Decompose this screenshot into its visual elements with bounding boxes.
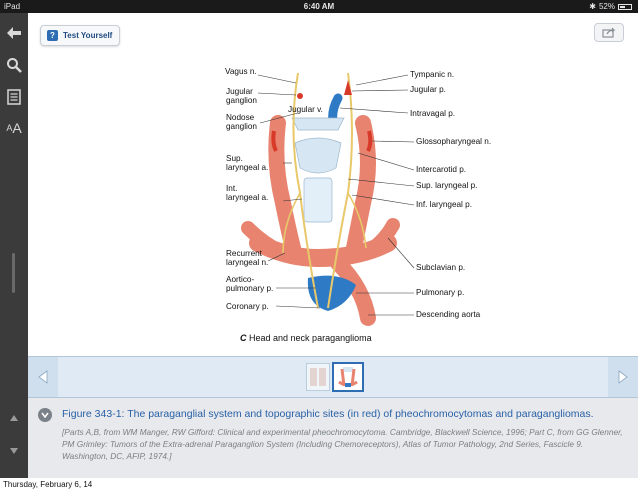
label-intercarotid-p: Intercarotid p.: [416, 165, 467, 174]
jugular-ganglion-site: [297, 93, 303, 99]
thumbnail-image: [338, 367, 358, 387]
anatomy-figure[interactable]: Vagus n. Jugular ganglion Nodose ganglio…: [188, 53, 518, 353]
left-carotid-artery: [268, 115, 301, 256]
triangle-up-icon: [10, 415, 18, 421]
right-carotid-body-site: [366, 130, 373, 152]
label-vagus-nerve: Vagus n.: [225, 67, 257, 76]
status-time: 6:40 AM: [303, 2, 335, 11]
right-carotid-artery: [345, 115, 376, 261]
figure-part-caption: C Head and neck paraganglioma: [240, 333, 372, 343]
label-tympanic-n: Tympanic n.: [410, 70, 455, 79]
collapse-caption-button[interactable]: [38, 408, 52, 422]
scroll-down-button[interactable]: [4, 441, 24, 461]
label-sup-laryngeal-a: laryngeal a.: [226, 163, 269, 172]
label-jugular: Jugular: [226, 87, 253, 96]
label-sup: Sup.: [226, 154, 243, 163]
search-icon: [7, 58, 22, 73]
thumbnail-image: [310, 368, 326, 386]
left-carotid-body-site: [271, 130, 278, 152]
label-jugular-p: Jugular p.: [410, 85, 446, 94]
thumbnail-area: [58, 357, 608, 397]
figure-part-letter: C: [240, 333, 247, 343]
scroll-up-button[interactable]: [4, 408, 24, 428]
search-button[interactable]: [4, 55, 24, 75]
bluetooth-icon: ✱: [589, 2, 596, 11]
recurrent-laryngeal-nerve: [282, 192, 301, 254]
caption-title-text: : The paraganglial system and topographi…: [121, 408, 594, 420]
figure-number: Figure 343-1: [62, 408, 122, 420]
figure-viewer: ? Test Yourself: [28, 13, 638, 356]
figure-part-text: Head and neck paraganglioma: [249, 333, 372, 343]
caption-source: [Parts A,B, from WM Manger, RW Gifford: …: [62, 427, 623, 461]
chevron-down-icon: [41, 412, 49, 418]
label-subclavian-p: Subclavian p.: [416, 263, 466, 272]
previous-figure-button[interactable]: [28, 357, 58, 397]
label-jugular-ganglion: ganglion: [226, 96, 257, 105]
caption-title: Figure 343-1: The paraganglial system an…: [62, 408, 632, 420]
leader-lines: [257, 74, 415, 316]
arrow-left-icon: [7, 27, 21, 39]
device-name: iPad: [4, 2, 21, 11]
page-scroll-slider[interactable]: [12, 253, 15, 293]
trachea: [303, 177, 333, 223]
test-yourself-label: Test Yourself: [63, 31, 113, 40]
descending-aorta: [330, 255, 376, 326]
font-size-small-label: A: [6, 123, 13, 133]
label-aortico: Aortico-: [226, 275, 255, 284]
label-recurrent: Recurrent: [226, 249, 262, 258]
label-descending-aorta: Descending aorta: [416, 310, 481, 319]
notes-icon: [7, 89, 21, 105]
label-jugular-vein: Jugular v.: [288, 105, 323, 114]
label-int-laryngeal-a: laryngeal a.: [226, 193, 269, 202]
triangle-right-icon: [618, 370, 628, 384]
label-coronary-p: Coronary p.: [226, 302, 269, 311]
right-recurrent-laryngeal-nerve: [347, 192, 367, 249]
label-intravagal-p: Intravagal p.: [410, 109, 456, 118]
battery-icon: [618, 3, 632, 10]
thumbnail-part-ab[interactable]: [306, 363, 330, 391]
label-inf-laryngeal-p: Inf. laryngeal p.: [416, 200, 472, 209]
triangle-left-icon: [38, 370, 48, 384]
label-sup-laryngeal-p: Sup. laryngeal p.: [416, 181, 478, 190]
label-nodose: Nodose: [226, 113, 255, 122]
label-pulmonary-p: Pulmonary p.: [416, 288, 465, 297]
thyroid-cartilage: [294, 137, 342, 174]
test-yourself-button[interactable]: ? Test Yourself: [40, 25, 120, 46]
tympanic-site: [344, 80, 352, 95]
thumbnail-strip: [28, 356, 638, 398]
label-recurrent-laryngeal-n: laryngeal n.: [226, 258, 269, 267]
triangle-down-icon: [10, 448, 18, 454]
figure-caption-panel: Figure 343-1: The paraganglial system an…: [28, 398, 638, 478]
right-subclavian-artery: [361, 218, 400, 258]
footer-date: Thursday, February 6, 14: [0, 478, 638, 491]
left-vagus-nerve: [292, 72, 319, 309]
font-size-large-label: A: [12, 120, 22, 136]
label-int: Int.: [226, 184, 238, 193]
thumbnail-part-c[interactable]: [332, 362, 364, 392]
label-aorticopulmonary-p: pulmonary p.: [226, 284, 274, 293]
hyoid-bone: [291, 117, 345, 131]
notes-button[interactable]: [4, 87, 24, 107]
left-subclavian-artery: [241, 221, 290, 260]
question-icon: ?: [47, 30, 58, 41]
back-button[interactable]: [4, 23, 24, 43]
label-glossopharyngeal-n: Glossopharyngeal n.: [416, 137, 492, 146]
pulmonary-artery-shape: [307, 275, 356, 311]
share-icon: [602, 27, 616, 38]
battery-status: ✱ 52%: [589, 0, 632, 13]
share-button[interactable]: [594, 23, 624, 42]
paraganglia-illustration: [241, 72, 415, 326]
battery-percent: 52%: [598, 2, 615, 11]
next-figure-button[interactable]: [608, 357, 638, 397]
label-nodose-ganglion: ganglion: [226, 122, 257, 131]
status-bar: iPad 6:40 AM ✱ 52%: [0, 0, 638, 13]
